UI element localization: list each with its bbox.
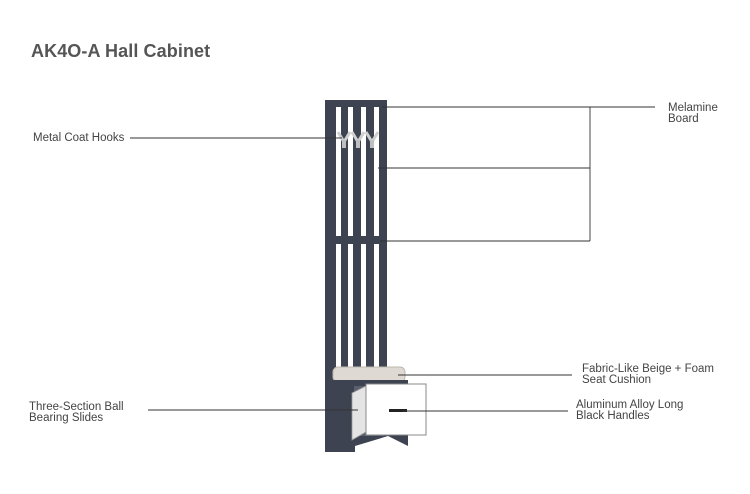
leader-lines [130,106,655,412]
cabinet-frame [325,100,387,380]
label-ball-bearing-slides: Three-Section Ball Bearing Slides [29,401,124,424]
page-title: AK4O-A Hall Cabinet [31,41,211,61]
drawer [351,383,427,441]
drawer-handle [389,409,407,412]
coat-hooks [336,131,380,148]
label-aluminum-handles: Aluminum Alloy Long Black Handles [576,399,684,422]
label-melamine-board: Melamine Board [668,102,718,125]
label-seat-cushion: Fabric-Like Beige + Foam Seat Cushion [582,363,714,386]
seat-cushion [332,366,406,383]
label-metal-coat-hooks: Metal Coat Hooks [33,132,125,144]
